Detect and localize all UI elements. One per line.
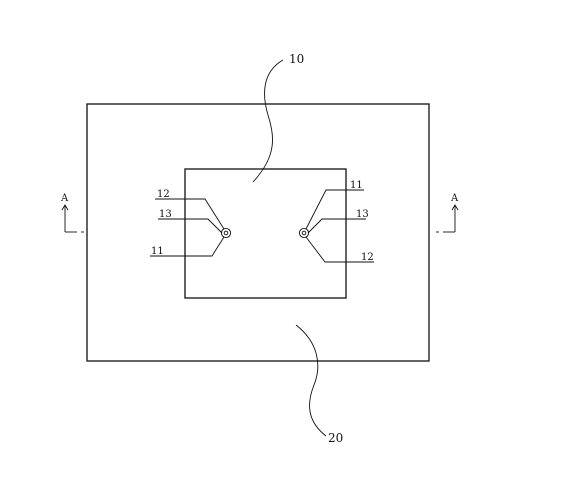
- leader-line-20: [295, 324, 327, 437]
- label-20: 20: [328, 431, 343, 445]
- right-hole-inner: [301, 230, 307, 236]
- left-leader-12: [155, 198, 225, 230]
- left-hole-outer: [220, 227, 232, 239]
- label-right-12: 12: [361, 252, 374, 263]
- left-hole-inner: [223, 230, 229, 236]
- section-marker-left: A: [60, 193, 84, 233]
- right-leader-12: [305, 236, 374, 263]
- label-right-11: 11: [350, 180, 363, 191]
- label-right-13: 13: [356, 209, 369, 220]
- label-left-12: 12: [157, 189, 170, 200]
- right-hole-outer: [298, 227, 310, 239]
- left-leader-11: [150, 236, 225, 257]
- section-label-left: A: [60, 193, 69, 204]
- leader-line-10: [252, 59, 284, 183]
- outer-rectangle: [86, 103, 430, 362]
- inner-rectangle: [184, 168, 347, 299]
- right-leader-13: [307, 218, 366, 234]
- label-left-13: 13: [159, 209, 172, 220]
- left-leader-13: [158, 218, 223, 234]
- right-leader-11: [305, 189, 364, 230]
- label-10: 10: [289, 52, 304, 66]
- section-marker-right: A: [436, 193, 459, 233]
- label-left-11: 11: [151, 246, 164, 257]
- section-label-right: A: [450, 193, 459, 204]
